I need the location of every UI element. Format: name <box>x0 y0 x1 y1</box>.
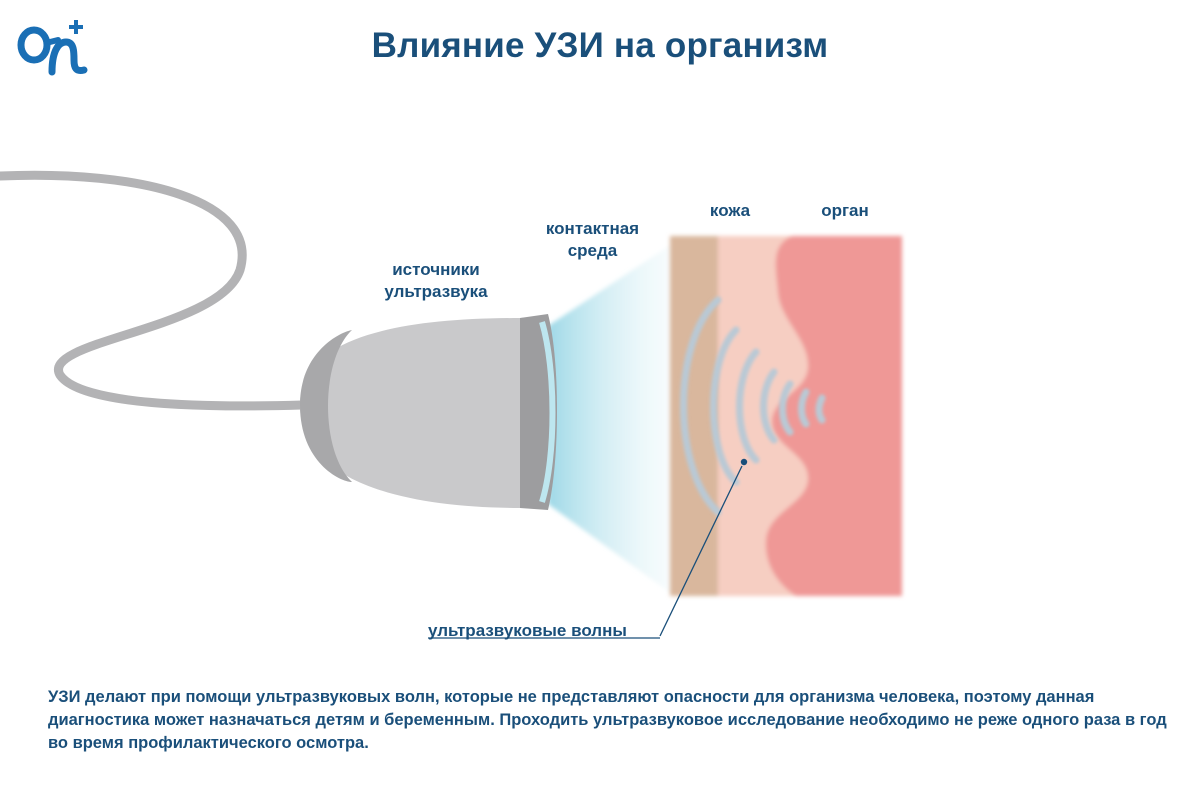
label-contact-medium: контактная среда <box>545 219 640 260</box>
label-skin: кожа <box>709 201 751 220</box>
page-title: Влияние УЗИ на организм <box>371 26 829 65</box>
waves-pointer-dot <box>740 458 748 466</box>
label-organ: орган <box>821 201 869 220</box>
ultrasound-probe <box>300 314 557 510</box>
on-plus-logo <box>14 12 94 82</box>
description-text: УЗИ делают при помощи ультразвуковых вол… <box>48 688 1167 752</box>
organ-layer <box>765 236 902 596</box>
probe-cable <box>0 170 307 411</box>
probe-shadow <box>300 330 352 482</box>
probe-body <box>300 316 548 508</box>
label-ultrasound-waves: ультразвуковые волны <box>428 621 627 640</box>
logo-icon <box>17 20 88 76</box>
label-ultrasound-source: источники ультразвука <box>384 260 488 301</box>
tissue-layers <box>670 236 902 596</box>
waves-pointer-line <box>659 465 743 637</box>
probe-lens <box>539 321 556 503</box>
ultrasound-waves <box>680 296 826 516</box>
ultrasound-beam <box>548 244 672 594</box>
